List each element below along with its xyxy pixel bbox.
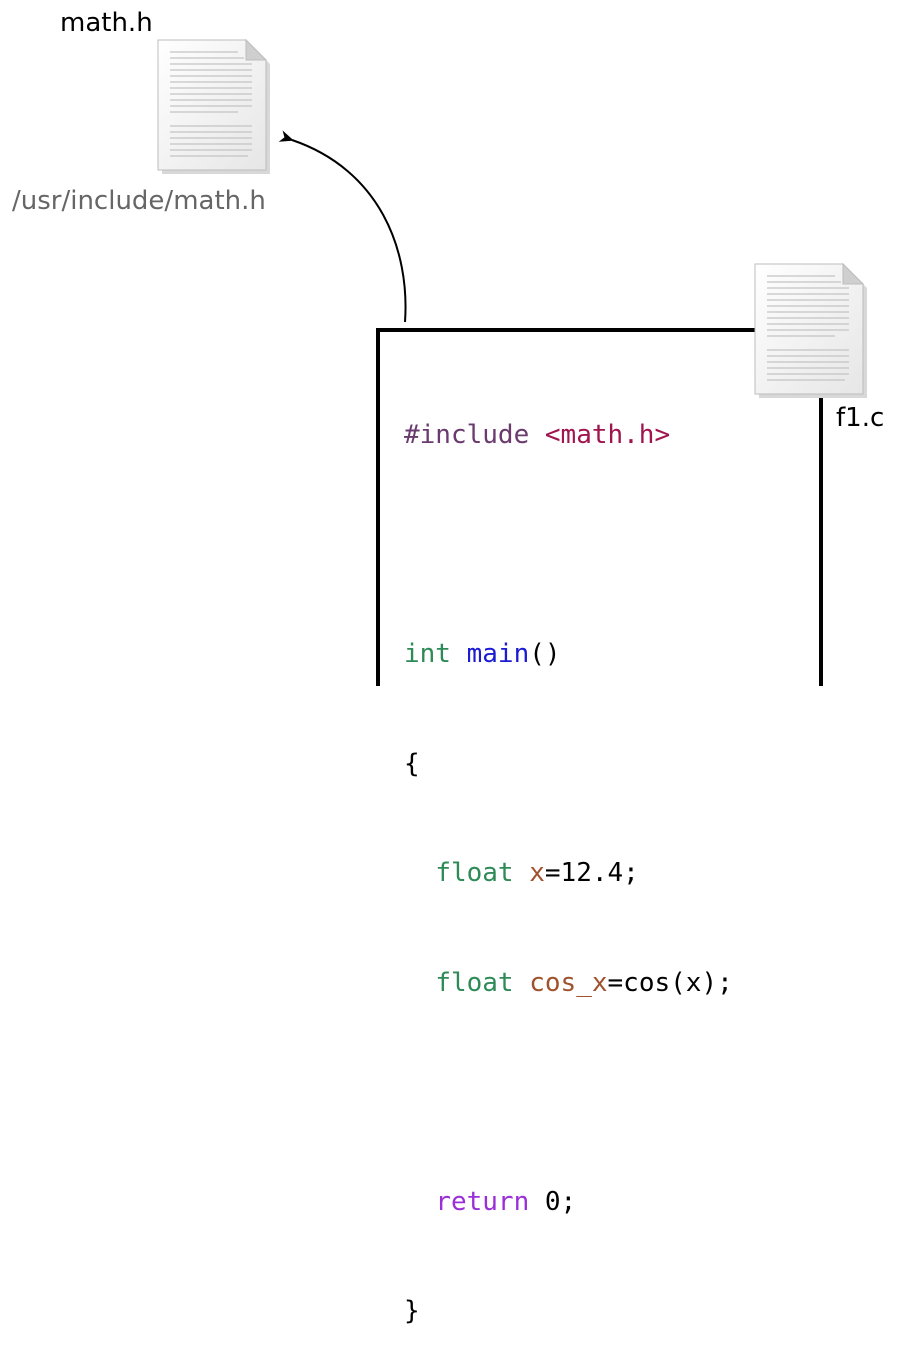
code-line-float-x: float x=12.4; — [404, 855, 733, 892]
assign-x: =12.4; — [544, 858, 639, 888]
return-keyword: return — [435, 1186, 530, 1217]
main-parens: () — [529, 639, 561, 669]
code-line-close-brace: } — [404, 1293, 733, 1330]
code-line-include: #include <math.h> — [404, 417, 733, 454]
code-line-main: int main() — [404, 636, 733, 673]
source-text-document-icon[interactable] — [745, 262, 875, 402]
source-code: #include <math.h> int main() { float x=1… — [404, 344, 733, 1372]
code-line-return: return 0; — [404, 1184, 733, 1221]
code-line-float-cos-x: float cos_x=cos(x); — [404, 965, 733, 1002]
type-float: float — [435, 967, 514, 998]
variable-x: x — [529, 858, 545, 888]
include-directive: #include — [404, 420, 530, 450]
include-target: <math.h> — [544, 420, 671, 450]
header-file-path: /usr/include/math.h — [12, 186, 266, 216]
type-float: float — [435, 858, 514, 888]
variable-cos-x: cos_x — [529, 967, 608, 998]
code-line-blank — [404, 527, 733, 564]
header-text-document-icon[interactable] — [148, 38, 278, 178]
code-line-blank — [404, 1074, 733, 1111]
header-file-name: math.h — [60, 8, 153, 38]
code-line-open-brace: { — [404, 746, 733, 783]
function-main: main — [466, 639, 530, 669]
close-brace: } — [404, 1296, 420, 1326]
source-file-name: f1.c — [836, 403, 885, 433]
return-value: 0; — [544, 1186, 577, 1217]
type-int: int — [404, 639, 451, 669]
open-brace: { — [404, 748, 420, 779]
assign-cos-x: =cos(x); — [607, 967, 733, 998]
